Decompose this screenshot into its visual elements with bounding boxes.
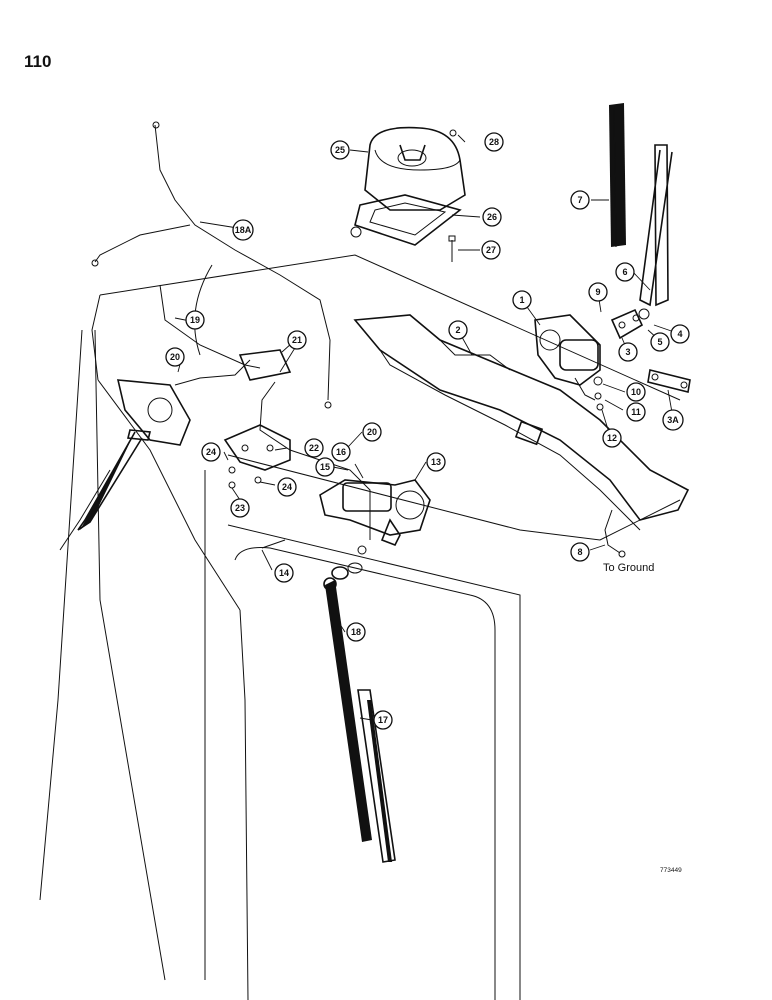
svg-text:8: 8 [577,547,582,557]
rear-wiper-arm [638,144,673,320]
right-wiper-blade [357,689,396,863]
svg-text:26: 26 [487,212,497,222]
callout-25: 25 [330,140,350,160]
callout-21: 21 [287,330,307,350]
svg-text:20: 20 [170,352,180,362]
svg-text:21: 21 [292,335,302,345]
svg-text:4: 4 [677,329,682,339]
rear-wiper-motor [534,314,604,411]
callout-8: 8 [570,542,590,562]
callout-18: 18 [346,622,366,642]
callout-13: 13 [426,452,446,472]
svg-text:12: 12 [607,433,617,443]
svg-text:27: 27 [486,245,496,255]
callout-18a: 18A [232,219,254,241]
callout-11: 11 [626,402,646,422]
gasket [350,194,462,246]
callout-2: 2 [448,320,468,340]
svg-text:7: 7 [577,195,582,205]
washer-screw [448,129,457,262]
svg-text:24: 24 [282,482,292,492]
svg-text:11: 11 [631,407,641,417]
callout-3a: 3A [662,409,684,431]
svg-text:1: 1 [519,295,524,305]
svg-text:10: 10 [631,387,641,397]
drive-plate [610,308,644,340]
svg-text:28: 28 [489,137,499,147]
svg-text:6: 6 [622,267,627,277]
svg-text:16: 16 [336,447,346,457]
callout-3: 3 [618,342,638,362]
svg-text:15: 15 [320,462,330,472]
rear-wiper-blade [609,103,626,248]
svg-text:23: 23 [235,503,245,513]
motor-hardware [261,539,363,580]
svg-text:20: 20 [367,427,377,437]
svg-text:19: 19 [190,315,200,325]
callout-5: 5 [650,332,670,352]
callouts: 1 2 3 3A 4 5 6 7 8 9 10 11 12 13 14 15 1… [165,132,690,730]
page-number: 110 [24,52,52,71]
callout-19: 19 [185,310,205,330]
svg-text:13: 13 [431,457,441,467]
callout-15: 15 [315,457,335,477]
ground-wire [604,509,626,558]
svg-text:3: 3 [625,347,630,357]
callout-12: 12 [602,428,622,448]
cab-outline [39,254,681,1000]
callout-9: 9 [588,282,608,302]
callout-26: 26 [482,207,502,227]
wiring-harness [91,121,371,540]
svg-text:18A: 18A [235,225,252,235]
svg-text:22: 22 [309,443,319,453]
callout-24-left: 24 [201,442,221,462]
svg-text:14: 14 [279,568,289,578]
callout-22: 22 [304,438,324,458]
left-wiper-arm [77,431,143,531]
callout-24-right: 24 [277,477,297,497]
linkage-bar [647,369,691,393]
right-wiper-motor [319,479,431,555]
svg-text:5: 5 [657,337,662,347]
callout-27: 27 [481,240,501,260]
right-wiper-arm [323,577,372,842]
callout-20-right: 20 [362,422,382,442]
ground-label: To Ground [603,562,654,574]
figure-code: 773449 [660,867,682,874]
svg-text:3A: 3A [667,415,679,425]
bracket [223,424,291,489]
callout-23: 23 [230,498,250,518]
callout-28: 28 [484,132,504,152]
svg-text:18: 18 [351,627,361,637]
svg-text:17: 17 [378,715,388,725]
callout-10: 10 [626,382,646,402]
callout-17: 17 [373,710,393,730]
washer-pump [364,126,466,211]
svg-text:9: 9 [595,287,600,297]
callout-1: 1 [512,290,532,310]
callout-4: 4 [670,324,690,344]
svg-text:2: 2 [455,325,460,335]
left-wiper-motor [116,379,191,446]
svg-text:24: 24 [206,447,216,457]
callout-20-left: 20 [165,347,185,367]
callout-6: 6 [615,262,635,282]
callout-16: 16 [331,442,351,462]
callout-7: 7 [570,190,590,210]
header-cover [353,314,690,531]
callout-14: 14 [274,563,294,583]
svg-text:25: 25 [335,145,345,155]
